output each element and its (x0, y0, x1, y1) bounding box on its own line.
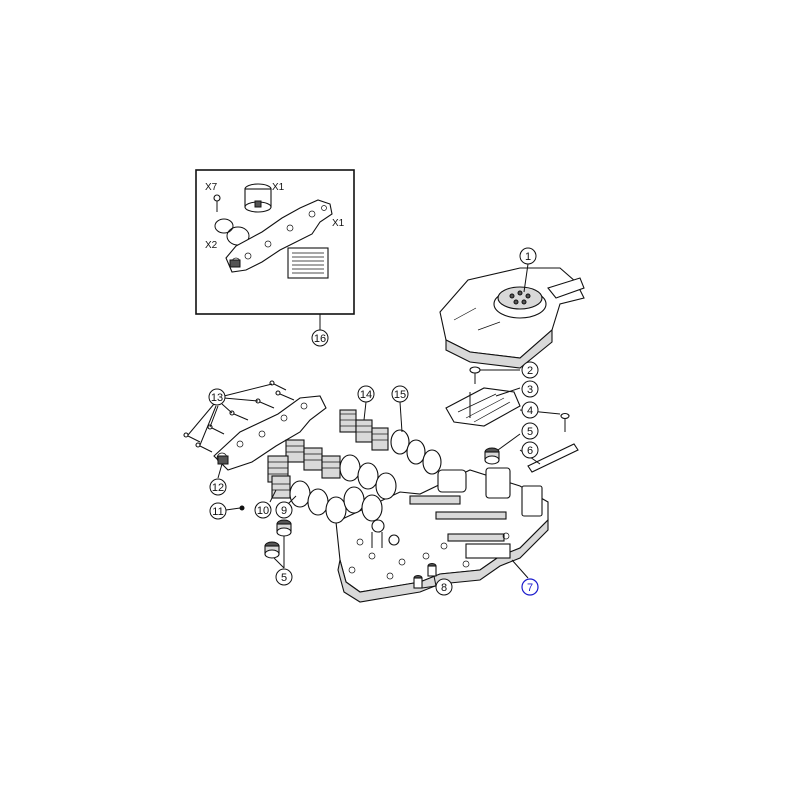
callout-5-lower: 5 (275, 568, 293, 586)
callout-6: 6 (521, 441, 539, 459)
svg-text:6: 6 (527, 445, 533, 457)
pistons-15 (390, 429, 442, 475)
plug-5-upper (484, 447, 500, 465)
callout-16: 16 (311, 329, 329, 347)
callout-3: 3 (521, 380, 539, 398)
screw-2 (469, 366, 481, 384)
intermediate-plate-12 (213, 395, 327, 471)
svg-text:14: 14 (360, 389, 372, 401)
instruction-sheet (287, 247, 329, 279)
callout-5-upper: 5 (521, 422, 539, 440)
callout-1: 1 (519, 247, 537, 265)
callout-8: 8 (435, 578, 453, 596)
gasket-x1 (225, 199, 333, 273)
callout-4: 4 (521, 401, 539, 419)
repair-kit-inset: X7 X1 X1 X2 (195, 169, 355, 315)
ball-11 (239, 505, 245, 511)
springs-10 (267, 455, 291, 499)
kit-label-x1-right: X1 (332, 218, 345, 229)
svg-text:5: 5 (281, 572, 287, 584)
solenoid-cap-x1 (244, 183, 272, 213)
svg-text:13: 13 (211, 392, 223, 404)
svg-text:10: 10 (257, 505, 269, 517)
plugs-5-lower (264, 519, 292, 559)
callout-15: 15 (391, 385, 409, 403)
callout-13: 13 (208, 388, 226, 406)
springs-14 (339, 409, 389, 451)
callout-11: 11 (209, 502, 227, 520)
callout-14: 14 (357, 385, 375, 403)
svg-text:9: 9 (281, 505, 287, 517)
kit-label-x1-top: X1 (272, 182, 285, 193)
springs-and-pistons (267, 409, 442, 524)
kit-label-x7: X7 (205, 182, 218, 193)
spring-clip-6 (527, 443, 579, 473)
pistons-9 (289, 480, 383, 524)
callout-9: 9 (275, 501, 293, 519)
svg-text:3: 3 (527, 384, 533, 396)
springs-middle-row (285, 439, 397, 500)
svg-text:16: 16 (314, 333, 326, 345)
callout-10: 10 (254, 501, 272, 519)
screw-x7 (213, 194, 221, 212)
svg-text:12: 12 (212, 482, 224, 494)
nozzles-8 (413, 563, 437, 589)
bracket-3 (445, 387, 521, 427)
bolt-4 (560, 412, 570, 432)
svg-text:7: 7 (527, 582, 533, 594)
svg-text:5: 5 (527, 426, 533, 438)
callout-7: 7 (521, 578, 539, 596)
electronic-control-unit (439, 267, 585, 369)
kit-label-x2: X2 (205, 240, 218, 251)
callout-12: 12 (209, 478, 227, 496)
svg-text:4: 4 (527, 405, 533, 417)
screws-13 (183, 380, 295, 453)
leader-lines (187, 263, 561, 589)
callout-2: 2 (521, 361, 539, 379)
valve-body-7 (335, 467, 549, 603)
svg-text:15: 15 (394, 389, 406, 401)
svg-text:1: 1 (525, 251, 531, 263)
svg-text:8: 8 (441, 582, 447, 594)
callouts: 1 2 3 4 5 6 7 8 (208, 247, 539, 596)
svg-text:11: 11 (212, 506, 223, 518)
svg-text:2: 2 (527, 365, 533, 377)
